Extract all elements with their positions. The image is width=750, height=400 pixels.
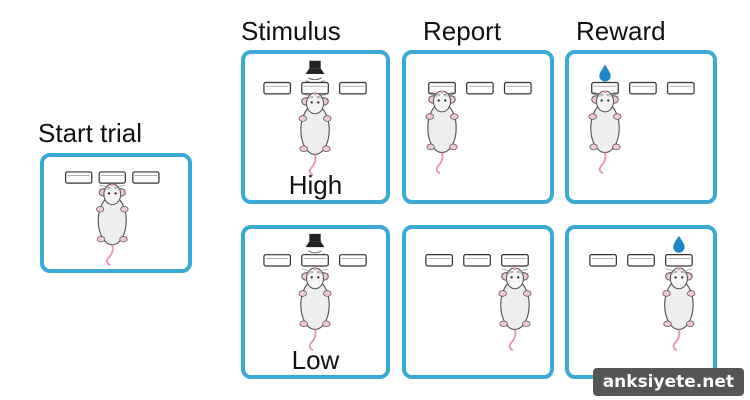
title-reward: Reward [576,16,666,46]
panel-report-low [402,225,554,379]
port-icon [425,254,454,267]
start-trial-scene [64,171,160,267]
reward-high-scene [587,64,695,175]
port-icon [629,81,657,95]
panel-report-high [402,50,554,204]
port-icon [589,254,617,267]
mouse-icon [497,266,532,352]
mouse-icon [297,266,333,352]
title-start-trial: Start trial [38,118,143,148]
reward-low-scene [589,235,696,352]
title-report: Report [423,16,502,46]
port-icon [627,254,655,267]
port-icon [466,81,494,95]
panel-stimulus-high: High [241,50,390,204]
water-drop-icon [673,235,685,253]
port-icon [339,81,367,95]
mouse-icon [661,266,696,352]
port-icon [64,171,93,184]
mouse-icon [587,89,623,175]
port-icon [263,81,292,95]
panel-reward-high [565,50,717,204]
port-icon [463,254,491,267]
panel-stimulus-low: Low [241,225,390,379]
port-icon [301,254,329,267]
mouse-icon [95,182,130,267]
port-icon [301,81,329,95]
port-icon [666,81,695,95]
port-icon [503,81,532,95]
speaker-icon [305,60,325,84]
port-icon [132,171,160,184]
watermark: anksiyete.net [592,368,744,396]
title-stimulus: Stimulus [241,16,341,46]
port-icon [339,254,367,267]
condition-high-label: High [288,170,343,200]
condition-low-label: Low [291,345,340,375]
mouse-icon [424,89,460,175]
port-icon [263,254,292,267]
speaker-icon [305,233,325,257]
port-icon [665,254,693,267]
panel-start-trial [40,153,192,273]
port-icon [501,254,529,267]
report-high-scene [424,81,532,175]
mouse-icon [297,91,333,177]
report-low-scene [425,254,532,352]
port-icon [98,171,126,184]
water-drop-icon [599,64,611,82]
panel-reward-low [565,225,717,379]
